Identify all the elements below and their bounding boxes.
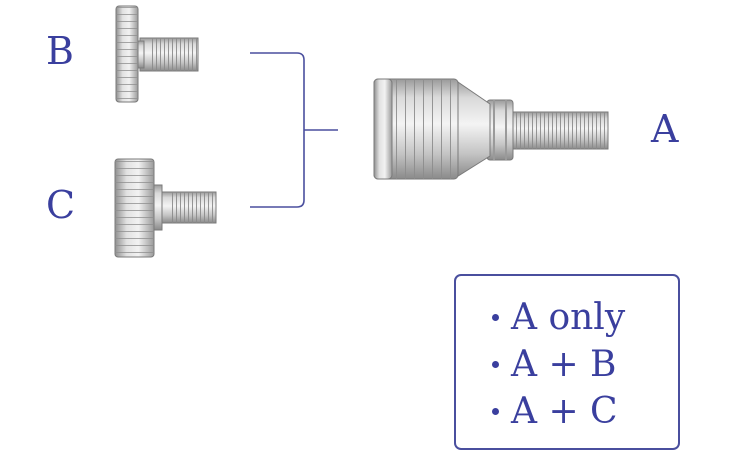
label-c: C bbox=[46, 183, 76, 227]
options-box: A only A + B A + C bbox=[454, 274, 680, 450]
options-list: A only A + B A + C bbox=[492, 294, 625, 435]
option-a-plus-c: A + C bbox=[492, 388, 625, 435]
option-label: A + B bbox=[511, 343, 617, 385]
option-a-only: A only bbox=[492, 294, 625, 341]
option-a-plus-b: A + B bbox=[492, 341, 625, 388]
bullet-dot bbox=[492, 408, 499, 415]
option-label: A only bbox=[511, 296, 626, 338]
bullet-dot bbox=[492, 314, 499, 321]
part-b-screw bbox=[115, 5, 199, 103]
label-b: B bbox=[46, 29, 74, 73]
bracket-connector bbox=[250, 52, 338, 208]
label-a: A bbox=[651, 107, 679, 151]
part-c-screw bbox=[114, 158, 217, 258]
option-label: A + C bbox=[511, 390, 618, 432]
part-a-adapter bbox=[373, 78, 609, 180]
bullet-dot bbox=[492, 361, 499, 368]
